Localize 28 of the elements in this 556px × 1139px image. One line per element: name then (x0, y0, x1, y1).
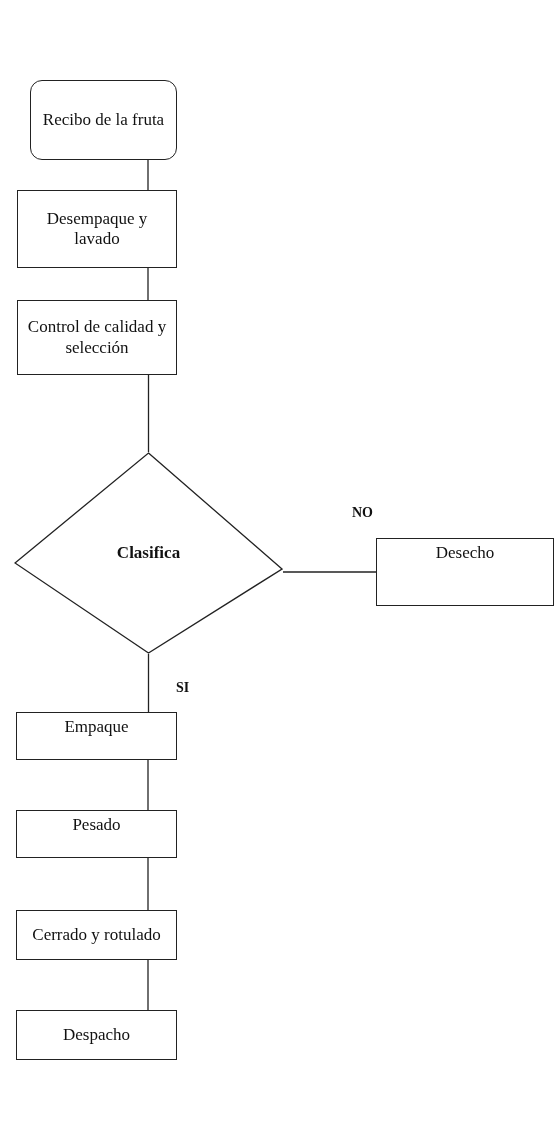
start-box (30, 80, 177, 160)
edge-label: NO (352, 505, 373, 521)
process-box (17, 190, 177, 268)
node-label: Cerrado y rotulado (32, 924, 161, 946)
connector-line (282, 571, 377, 573)
node-label: Desempaque y lavado (45, 208, 149, 250)
connector-line (147, 267, 149, 301)
connector-line (147, 759, 149, 811)
connector-line (147, 857, 149, 911)
node-label: Control de calidad y selección (26, 317, 168, 358)
connector-line (147, 374, 150, 453)
node-label: Empaque (64, 717, 129, 738)
connector-line (147, 159, 149, 191)
node-label: Desecho (435, 543, 495, 564)
edge-label: SI (176, 680, 190, 696)
process-box (16, 1010, 177, 1060)
connector-line (147, 653, 150, 713)
decision-diamond (14, 452, 283, 654)
process-box (16, 810, 177, 858)
connector-line (147, 959, 149, 1011)
node-label: Despacho (63, 1024, 130, 1046)
process-box (16, 712, 177, 760)
process-box (376, 538, 554, 606)
process-box (17, 300, 177, 375)
node-label: Pesado (72, 815, 121, 836)
process-box (16, 910, 177, 960)
node-label: Clasifica (116, 542, 181, 564)
node-label: Recibo de la fruta (42, 109, 165, 131)
